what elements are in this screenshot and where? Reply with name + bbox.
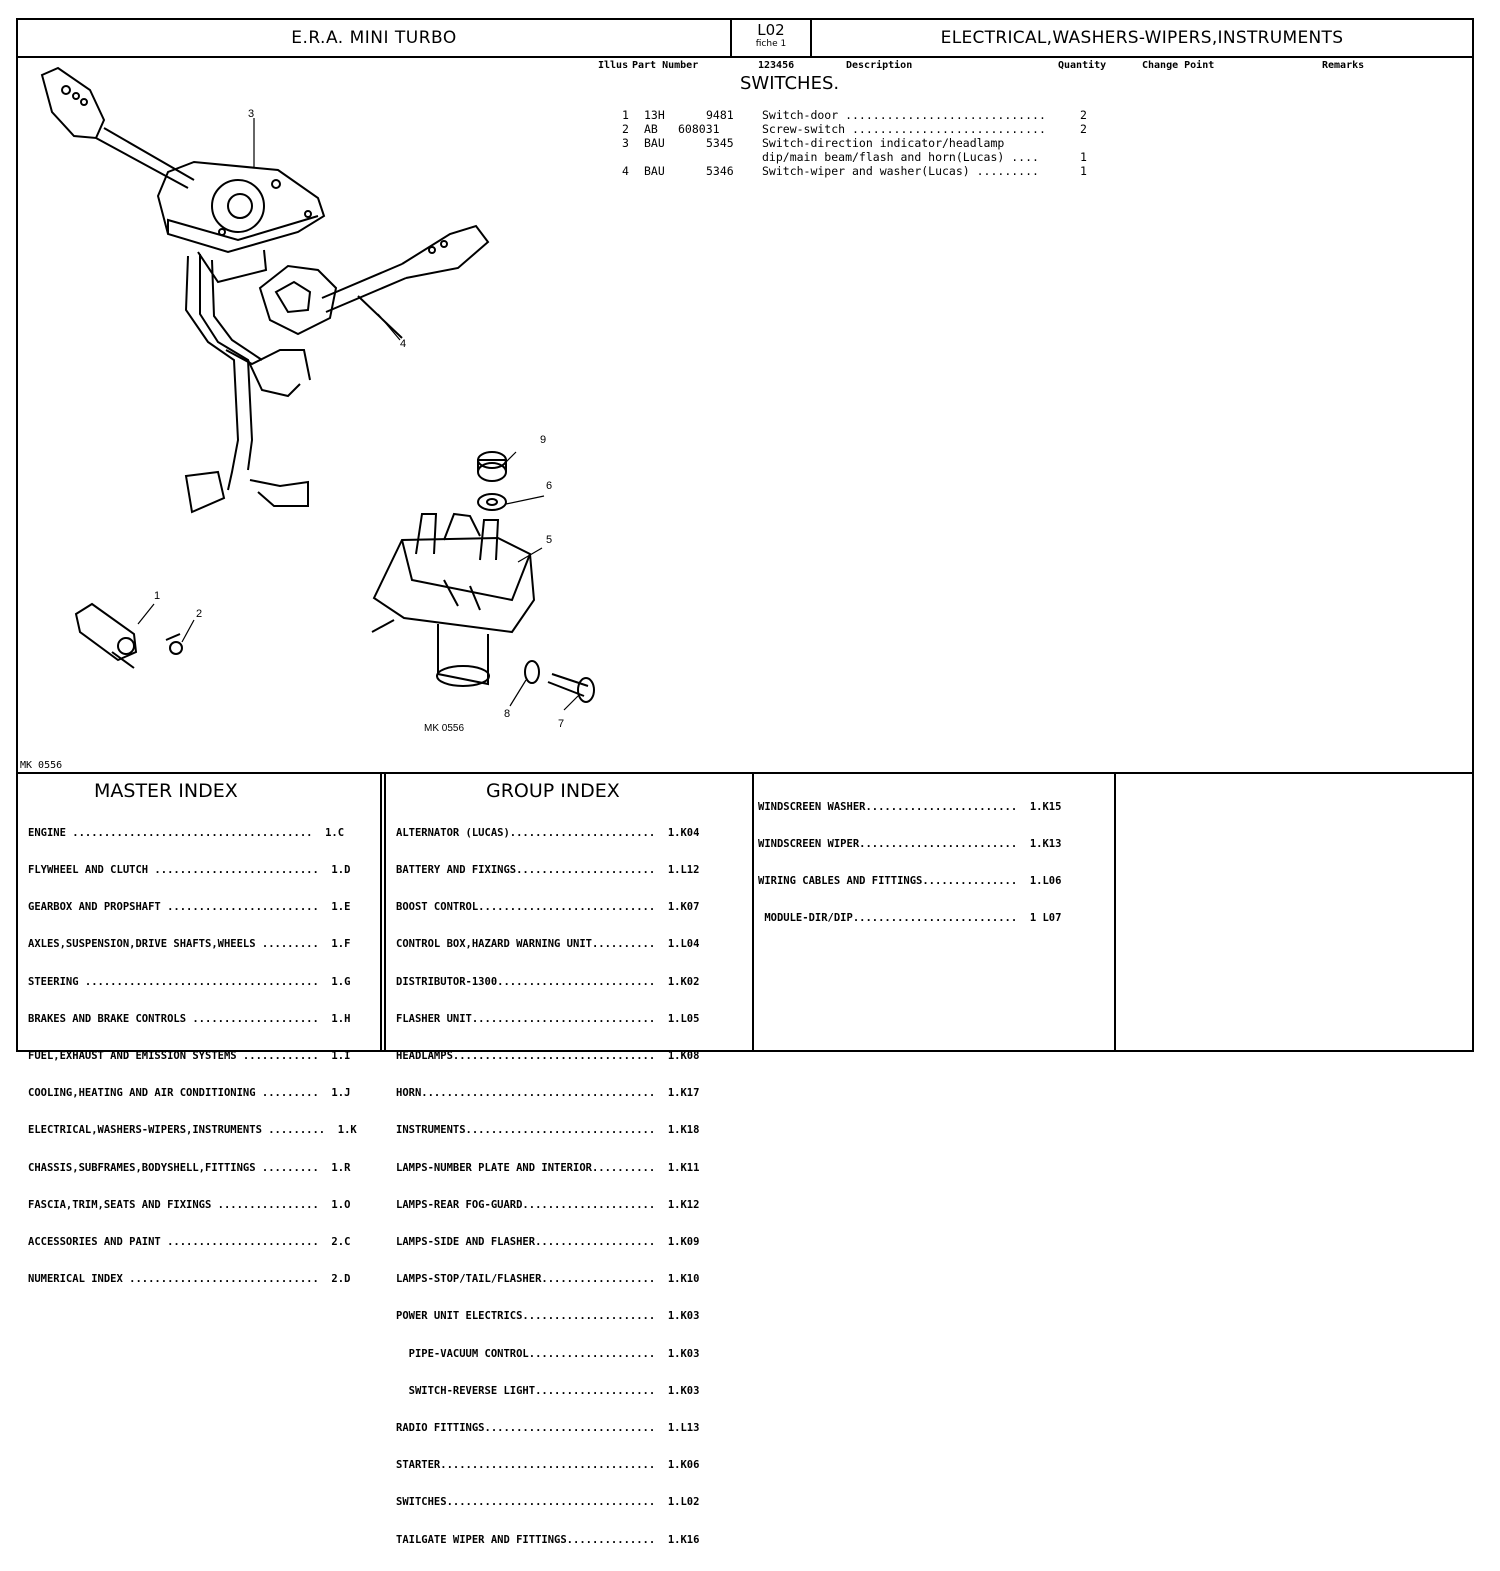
indicator-switch-drawing	[40, 66, 326, 514]
group-index-item[interactable]: BOOST CONTROL...........................…	[396, 901, 700, 914]
master-index-item[interactable]: STEERING ...............................…	[28, 975, 351, 988]
col-quantity: Quantity	[1058, 60, 1107, 71]
wiper-switch-drawing	[258, 224, 490, 339]
index-col-divider	[380, 772, 382, 1050]
col-part-number: Part Number	[632, 60, 699, 71]
master-index-item[interactable]: FASCIA,TRIM,SEATS AND FIXINGS ..........…	[28, 1198, 351, 1211]
group-index-item[interactable]: CONTROL BOX,HAZARD WARNING UNIT.........…	[396, 938, 700, 951]
master-index-list: ENGINE .................................…	[28, 802, 357, 1310]
callout-5: 5	[546, 534, 553, 546]
callout-4: 4	[400, 338, 407, 350]
col-change-point: Change Point	[1142, 60, 1215, 71]
index-divider	[18, 772, 1472, 774]
master-index-item[interactable]: GEARBOX AND PROPSHAFT ..................…	[28, 901, 351, 914]
callout-7: 7	[558, 718, 565, 730]
group-index-list: ALTERNATOR (LUCAS)......................…	[396, 802, 699, 1571]
callout-8: 8	[504, 708, 511, 720]
callout-6: 6	[546, 480, 553, 492]
group-index-item[interactable]: DISTRIBUTOR-1300........................…	[396, 975, 700, 988]
group-index-item[interactable]: TAILGATE WIPER AND FITTINGS.............…	[396, 1533, 700, 1546]
group-index-item[interactable]: INSTRUMENTS.............................…	[396, 1124, 700, 1137]
index-col-divider	[752, 772, 754, 1050]
master-index-item[interactable]: BRAKES AND BRAKE CONTROLS ..............…	[28, 1012, 351, 1025]
group-index-item[interactable]: HORN....................................…	[396, 1087, 700, 1100]
lockwasher-drawing	[524, 660, 540, 684]
group-index-item[interactable]: PIPE-VACUUM CONTROL.................... …	[396, 1347, 700, 1360]
leader-lines	[137, 118, 579, 711]
group-index-item[interactable]: POWER UNIT ELECTRICS....................…	[396, 1310, 700, 1323]
relay-drawing	[371, 512, 536, 687]
group-index-item[interactable]: LAMPS-STOP/TAIL/FLASHER.................…	[396, 1273, 700, 1286]
col-ref: 123456	[758, 60, 795, 71]
group-index-item[interactable]: RADIO FITTINGS..........................…	[396, 1422, 700, 1435]
callout-3: 3	[248, 108, 255, 120]
bolt-drawing	[547, 673, 595, 703]
group-index-item[interactable]: FLASHER UNIT............................…	[396, 1012, 700, 1025]
col-remarks: Remarks	[1322, 60, 1365, 71]
group-title: ELECTRICAL,WASHERS-WIPERS,INSTRUMENTS	[812, 20, 1472, 58]
col-description: Description	[846, 60, 913, 71]
col-illus: Illus	[598, 60, 629, 71]
group-index-item[interactable]: LAMPS-REAR FOG-GUARD....................…	[396, 1198, 700, 1211]
callout-1: 1	[154, 590, 161, 602]
master-index-item[interactable]: ELECTRICAL,WASHERS-WIPERS,INSTRUMENTS ..…	[28, 1124, 357, 1137]
master-index-item[interactable]: ACCESSORIES AND PAINT ..................…	[28, 1236, 351, 1249]
master-index-item[interactable]: AXLES,SUSPENSION,DRIVE SHAFTS,WHEELS ...…	[28, 938, 351, 951]
master-index-item[interactable]: ENGINE .................................…	[28, 826, 345, 839]
group-index-item[interactable]: WINDSCREEN WASHER.......................…	[758, 800, 1062, 813]
master-index-item[interactable]: FLYWHEEL AND CLUTCH ....................…	[28, 864, 351, 877]
group-index-item[interactable]: LAMPS-SIDE AND FLASHER..................…	[396, 1236, 700, 1249]
group-index-item[interactable]: WIRING CABLES AND FITTINGS..............…	[758, 875, 1062, 888]
index-col-divider	[384, 772, 386, 1050]
master-index-item[interactable]: NUMERICAL INDEX ........................…	[28, 1273, 351, 1286]
screw-drawing	[165, 633, 183, 655]
group-index-item[interactable]: SWITCHES................................…	[396, 1496, 700, 1509]
vehicle-title: E.R.A. MINI TURBO	[18, 20, 732, 58]
part-row[interactable]: dip/main beam/flash and horn(Lucas) ....…	[762, 150, 1087, 164]
master-index-item[interactable]: COOLING,HEATING AND AIR CONDITIONING ...…	[28, 1087, 351, 1100]
fiche-label: fiche 1	[755, 39, 787, 49]
group-index-continued-list: WINDSCREEN WASHER.......................…	[758, 776, 1061, 950]
group-index-item[interactable]: ALTERNATOR (LUCAS)......................…	[396, 826, 700, 839]
master-index-title: MASTER INDEX	[94, 780, 238, 802]
group-index-item[interactable]: SWITCH-REVERSE LIGHT................... …	[396, 1384, 700, 1397]
group-index-item[interactable]: WINDSCREEN WIPER........................…	[758, 838, 1062, 851]
washer-drawing	[477, 493, 507, 511]
callout-2: 2	[196, 608, 203, 620]
nut-drawing	[477, 451, 507, 482]
parts-page-frame: E.R.A. MINI TURBO L02 fiche 1 ELECTRICAL…	[16, 18, 1474, 1546]
group-index-item[interactable]: LAMPS-NUMBER PLATE AND INTERIOR.........…	[396, 1161, 700, 1174]
group-index-title: GROUP INDEX	[486, 780, 620, 802]
master-index-item[interactable]: CHASSIS,SUBFRAMES,BODYSHELL,FITTINGS ...…	[28, 1161, 351, 1174]
group-index-item[interactable]: HEADLAMPS...............................…	[396, 1050, 700, 1063]
door-switch-drawing	[74, 602, 138, 669]
group-index-item[interactable]: STARTER.................................…	[396, 1459, 700, 1472]
section-title: SWITCHES.	[740, 73, 840, 94]
figure-ref-margin: MK 0556	[20, 760, 63, 771]
callout-9: 9	[540, 434, 547, 446]
group-index-item[interactable]: MODULE-DIR/DIP..........................…	[758, 912, 1062, 925]
page-code: L02	[757, 21, 785, 39]
group-index-item[interactable]: BATTERY AND FIXINGS.....................…	[396, 864, 700, 877]
exploded-parts-diagram	[40, 66, 595, 711]
figure-ref: MK 0556	[424, 723, 465, 734]
master-index-item[interactable]: FUEL,EXHAUST AND EMISSION SYSTEMS ......…	[28, 1050, 351, 1063]
index-col-divider	[1114, 772, 1116, 1050]
page-code-box: L02 fiche 1	[732, 20, 812, 58]
